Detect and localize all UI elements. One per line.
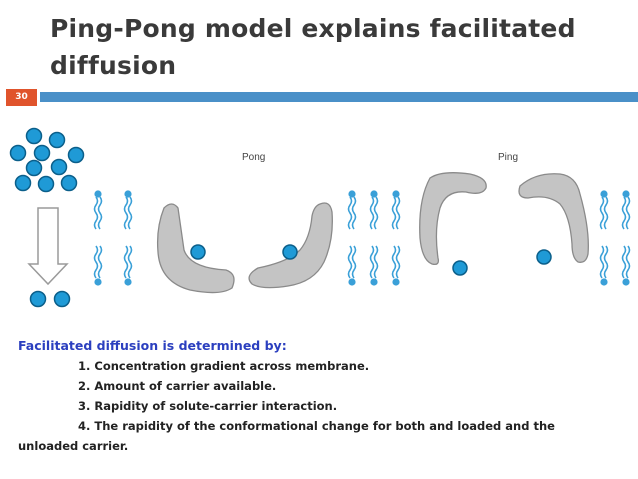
factor-item-1: 1. Concentration gradient across membran…: [78, 359, 370, 373]
diffusion-direction-arrow: [27, 207, 69, 286]
membrane-middle: [348, 190, 399, 285]
pong-carrier-right-half: [248, 202, 333, 289]
ping-bound-solutes: [452, 249, 552, 276]
factor-item-2: 2. Amount of carrier available.: [78, 379, 277, 393]
slide-title-line-2: diffusion: [50, 51, 177, 80]
pong-bound-solutes: [190, 244, 298, 260]
factor-item-4: 4. The rapidity of the conformational ch…: [78, 419, 555, 433]
pong-label: Pong: [242, 152, 265, 163]
membrane-left: [94, 190, 131, 285]
ping-label: Ping: [498, 152, 518, 163]
membrane-right: [600, 190, 629, 285]
header-rule: [40, 92, 638, 102]
slide-number-badge: 30: [6, 89, 37, 106]
solute-cluster: [9, 127, 85, 193]
factor-item-3: 3. Rapidity of solute-carrier interactio…: [78, 399, 338, 413]
ping-carrier-left-half: [419, 172, 487, 266]
pong-carrier-left-half: [156, 203, 235, 294]
body-lead: Facilitated diffusion is determined by:: [18, 338, 287, 353]
slide-title-line-1: Ping-Pong model explains facilitated: [50, 14, 576, 43]
ping-carrier-right-half: [518, 173, 589, 263]
slide-title: Ping-Pong model explains facilitated dif…: [50, 10, 620, 84]
ping-pong-diagram: Pong Ping: [9, 127, 638, 308]
solutes-transported: [29, 290, 71, 308]
factor-item-4-continuation: unloaded carrier.: [18, 439, 129, 453]
slide-body: Facilitated diffusion is determined by: …: [18, 336, 628, 456]
